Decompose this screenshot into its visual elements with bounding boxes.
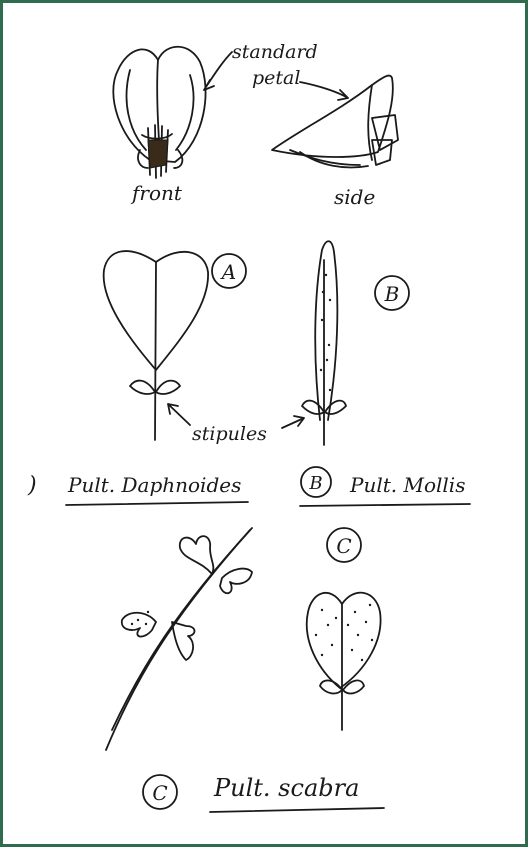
label-front: front — [130, 181, 183, 205]
species-a-marker: ) — [27, 473, 37, 498]
marker-a: A — [220, 260, 236, 284]
arrow-stipules-right — [282, 416, 304, 428]
underline-b — [300, 504, 470, 506]
species-b-marker: B — [308, 473, 322, 494]
marker-c: C — [336, 534, 351, 558]
label-standard-2: petal — [252, 67, 300, 89]
leaf-c-drawing — [307, 593, 381, 730]
flower-side-drawing — [272, 76, 398, 168]
underline-c — [210, 808, 384, 812]
arrow-stipules-left — [168, 404, 190, 425]
species-b-name: Pult. Mollis — [349, 473, 465, 497]
arrow-standard-front — [204, 52, 232, 90]
arrow-standard-side — [300, 82, 348, 100]
species-c-name: Pult. scabra — [213, 774, 359, 802]
species-a-name: Pult. Daphnoides — [67, 473, 241, 497]
leaf-b-drawing — [302, 241, 346, 445]
label-standard-1: standard — [232, 41, 318, 63]
label-side: side — [334, 185, 375, 209]
label-stipules: stipules — [192, 423, 267, 445]
underline-a — [66, 502, 248, 505]
branch-drawing — [106, 528, 252, 750]
flower-front-drawing — [113, 47, 205, 178]
marker-b: B — [384, 282, 400, 306]
leaf-a-drawing — [104, 251, 208, 440]
species-c-marker: C — [152, 781, 167, 805]
